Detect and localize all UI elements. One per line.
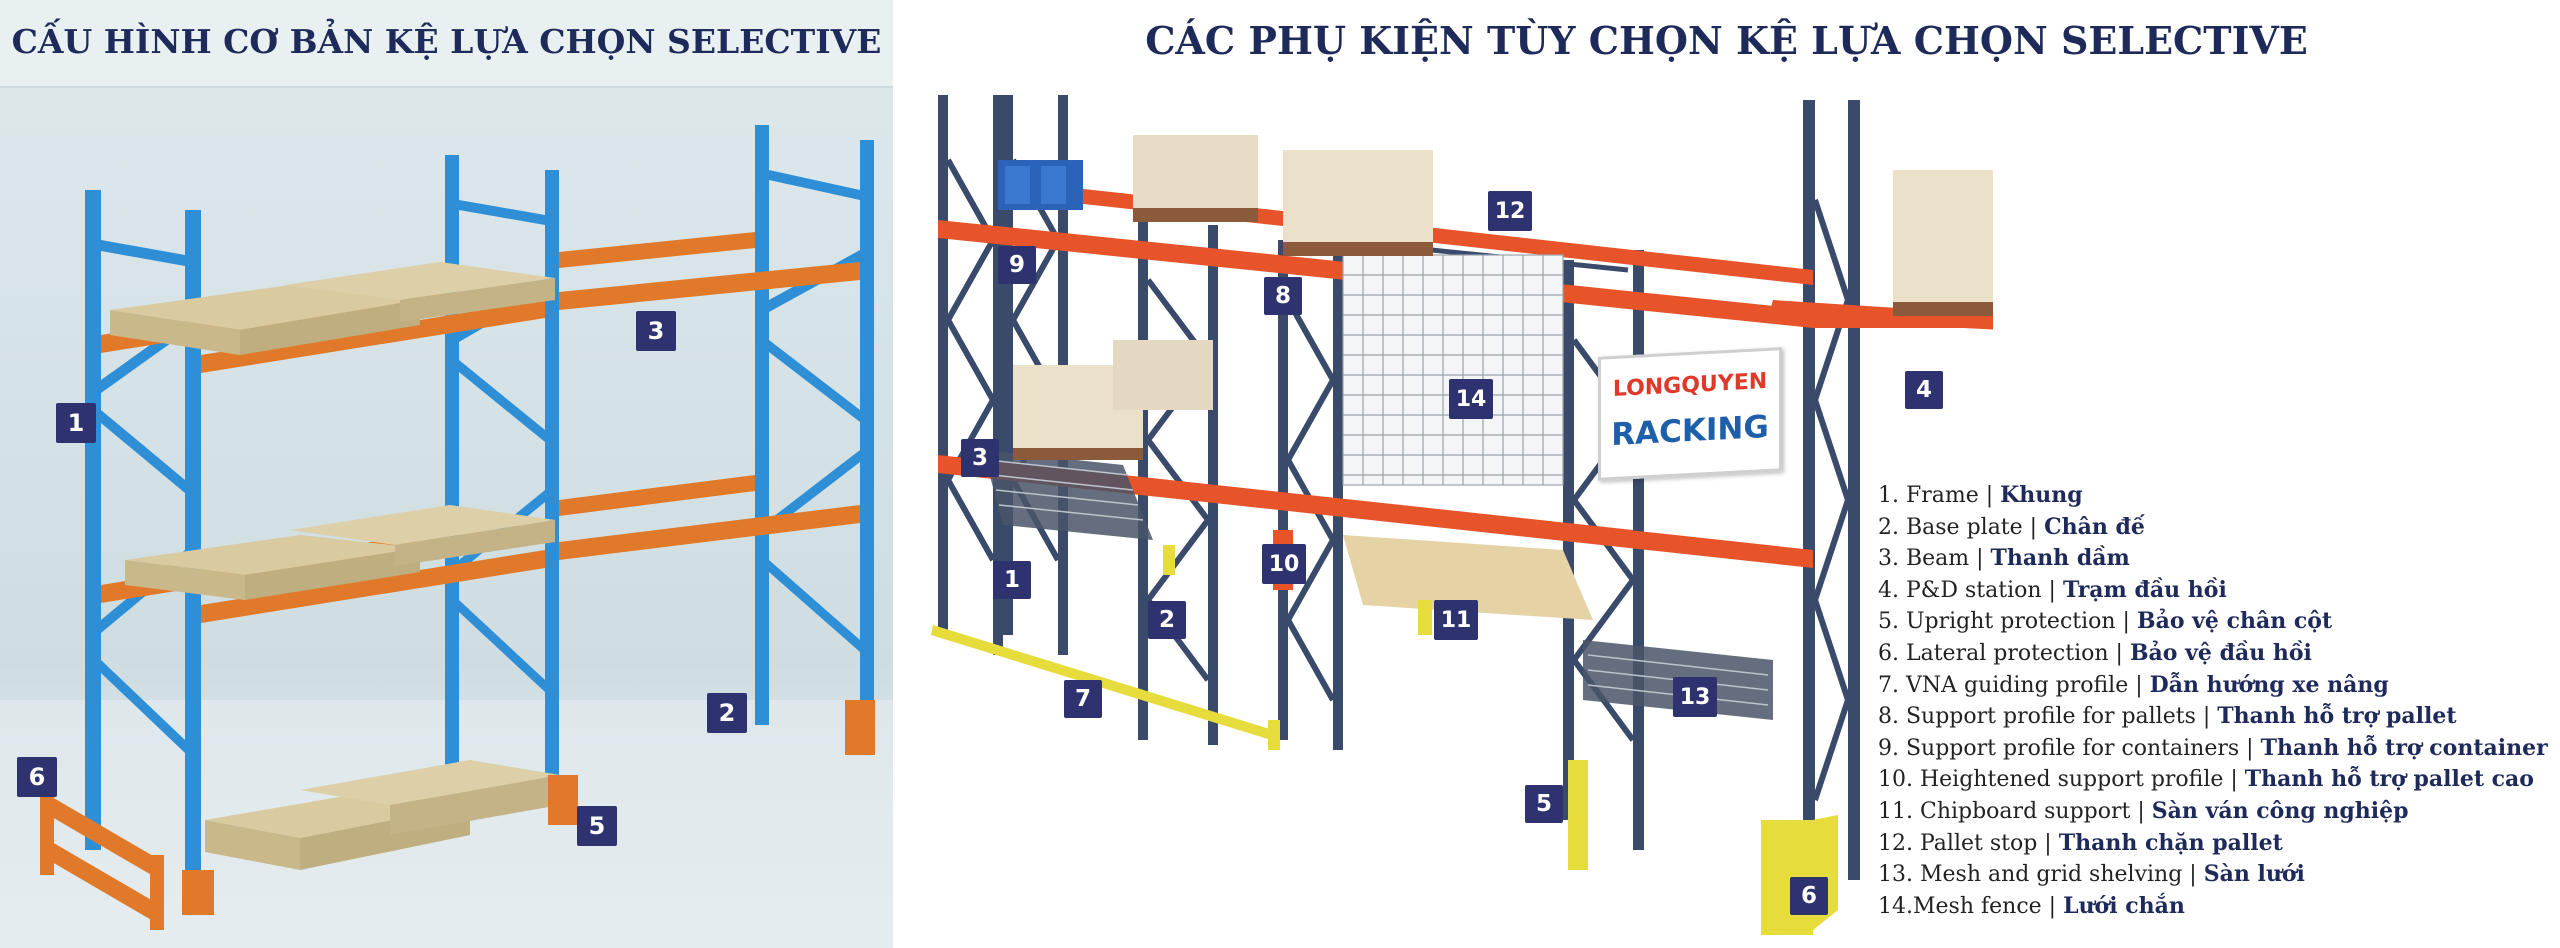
left-header-bar xyxy=(0,0,893,88)
logo-line-2: RACKING xyxy=(1611,408,1769,454)
basic-configuration-panel: CẤU HÌNH CƠ BẢN KỆ LỰA CHỌN SELECTIVE 1 … xyxy=(0,0,893,948)
selective-rack-basic-illustration xyxy=(0,125,893,948)
callout-badge-1: 1 xyxy=(56,403,96,443)
callout-badge-2: 2 xyxy=(707,693,747,733)
accessory-badge-9: 9 xyxy=(998,246,1036,284)
legend-item: 12. Pallet stop | Thanh chặn pallet xyxy=(1878,829,2283,856)
legend-item: 4. P&D station | Trạm đầu hồi xyxy=(1878,576,2227,603)
accessory-badge-5: 5 xyxy=(1525,785,1563,823)
callout-badge-3: 3 xyxy=(636,311,676,351)
legend-item: 8. Support profile for pallets | Thanh h… xyxy=(1878,703,2457,730)
legend-item: 5. Upright protection | Bảo vệ chân cột xyxy=(1878,608,2333,635)
longquyen-racking-sign: LONGQUYEN RACKING xyxy=(1598,347,1782,481)
accessory-badge-6: 6 xyxy=(1790,877,1828,915)
accessory-badge-10: 10 xyxy=(1262,544,1306,584)
legend-item: 3. Beam | Thanh dầm xyxy=(1878,545,2130,572)
accessories-legend: 1. Frame | Khung 2. Base plate | Chân đế… xyxy=(1878,480,2548,922)
legend-item: 6. Lateral protection | Bảo vệ đầu hồi xyxy=(1878,639,2312,666)
accessory-badge-2: 2 xyxy=(1148,601,1186,639)
right-panel-title: CÁC PHỤ KIỆN TÙY CHỌN KỆ LỰA CHỌN SELECT… xyxy=(1145,18,2308,63)
legend-item: 7. VNA guiding profile | Dẫn hướng xe nâ… xyxy=(1878,671,2389,698)
legend-item: 13. Mesh and grid shelving | Sàn lưới xyxy=(1878,861,2305,888)
legend-item: 11. Chipboard support | Sàn ván công ngh… xyxy=(1878,797,2409,824)
callout-badge-6: 6 xyxy=(17,757,57,797)
accessory-badge-3: 3 xyxy=(961,439,999,477)
accessory-badge-8: 8 xyxy=(1264,277,1302,315)
left-panel-title: CẤU HÌNH CƠ BẢN KỆ LỰA CHỌN SELECTIVE xyxy=(11,22,882,61)
legend-item: 9. Support profile for containers | Than… xyxy=(1878,734,2548,761)
legend-item: 1. Frame | Khung xyxy=(1878,482,2083,508)
legend-item: 10. Heightened support profile | Thanh h… xyxy=(1878,766,2534,793)
accessory-badge-11: 11 xyxy=(1434,600,1478,640)
selective-rack-accessories-illustration xyxy=(931,95,1993,935)
callout-badge-5: 5 xyxy=(577,806,617,846)
accessory-badge-14: 14 xyxy=(1449,379,1493,419)
legend-item: 14.Mesh fence | Lưới chắn xyxy=(1878,892,2185,919)
accessory-badge-12: 12 xyxy=(1488,191,1532,231)
logo-line-1: LONGQUYEN xyxy=(1612,368,1768,403)
accessory-badge-1: 1 xyxy=(993,561,1031,599)
legend-item: 2. Base plate | Chân đế xyxy=(1878,513,2145,540)
accessory-badge-13: 13 xyxy=(1673,677,1717,717)
accessory-badge-7: 7 xyxy=(1064,680,1102,718)
accessory-badge-4: 4 xyxy=(1905,371,1943,409)
